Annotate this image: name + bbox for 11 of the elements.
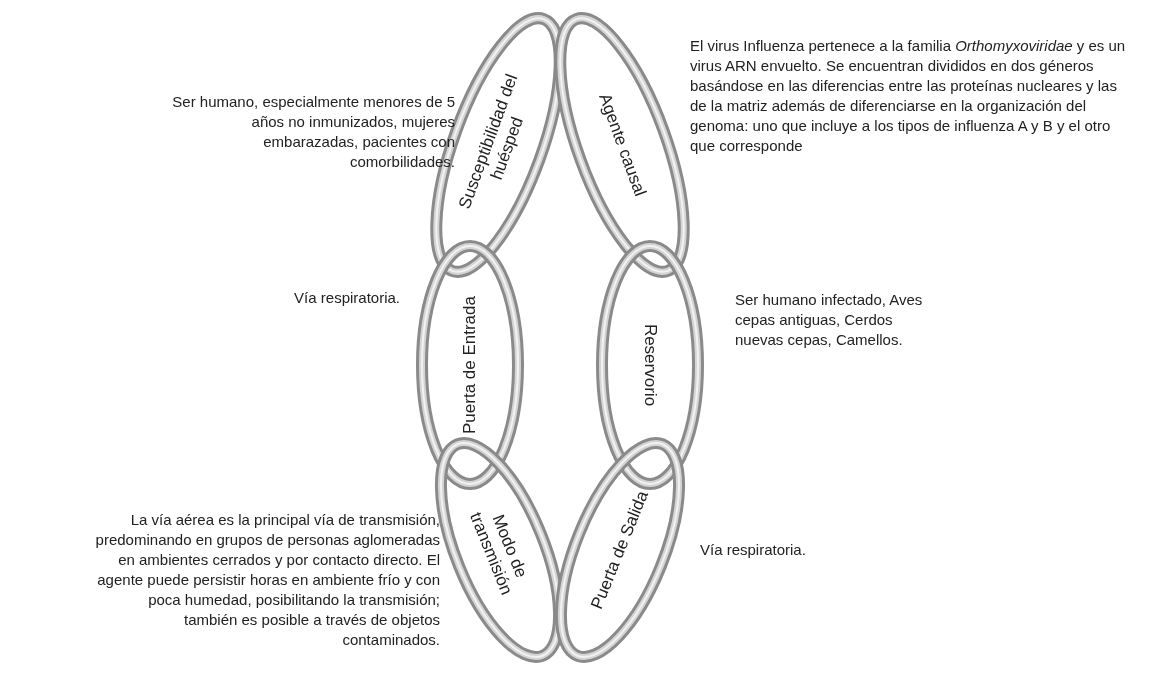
description-text: Ser humano, especialmente menores de 5 años no inmunizados, mujeres embarazadas, pacientes con comorbilidades. <box>171 92 455 172</box>
chain-link <box>596 240 704 490</box>
description-text: Vía respiratoria. <box>700 540 807 560</box>
link-label: Reservorio <box>640 322 660 409</box>
link-label: Agente causal <box>594 89 651 201</box>
link-label: Puerta de Entrada <box>460 295 480 436</box>
description-text: Ser humano infectado, Aves cepas antiguas, Cerdos nuevas cepas, Camellos. <box>735 290 924 350</box>
description-text: La vía aérea es la principal vía de transmisión, predominando en grupos de personas aglomeradas en ambientes cerrados y por contacto directo. El agente puede persistir horas en ambiente frío y con poca humedad, posibilitando la transmisión; también es posible a través de objetos contaminados. <box>95 510 440 650</box>
description-text: El virus Influenza pertenece a la familia Orthomyxoviridae y es un virus ARN envuelto. Se encuentran divididos en dos géneros basándose en las diferencias entre las proteínas nucleares y las de la matriz además de diferenciarse en la organización del genoma: uno que incluye a los tipos de influenza A y B y el otro que corresponde <box>690 36 1127 156</box>
chain-link <box>416 240 524 490</box>
description-text: Vía respiratoria. <box>293 288 400 308</box>
